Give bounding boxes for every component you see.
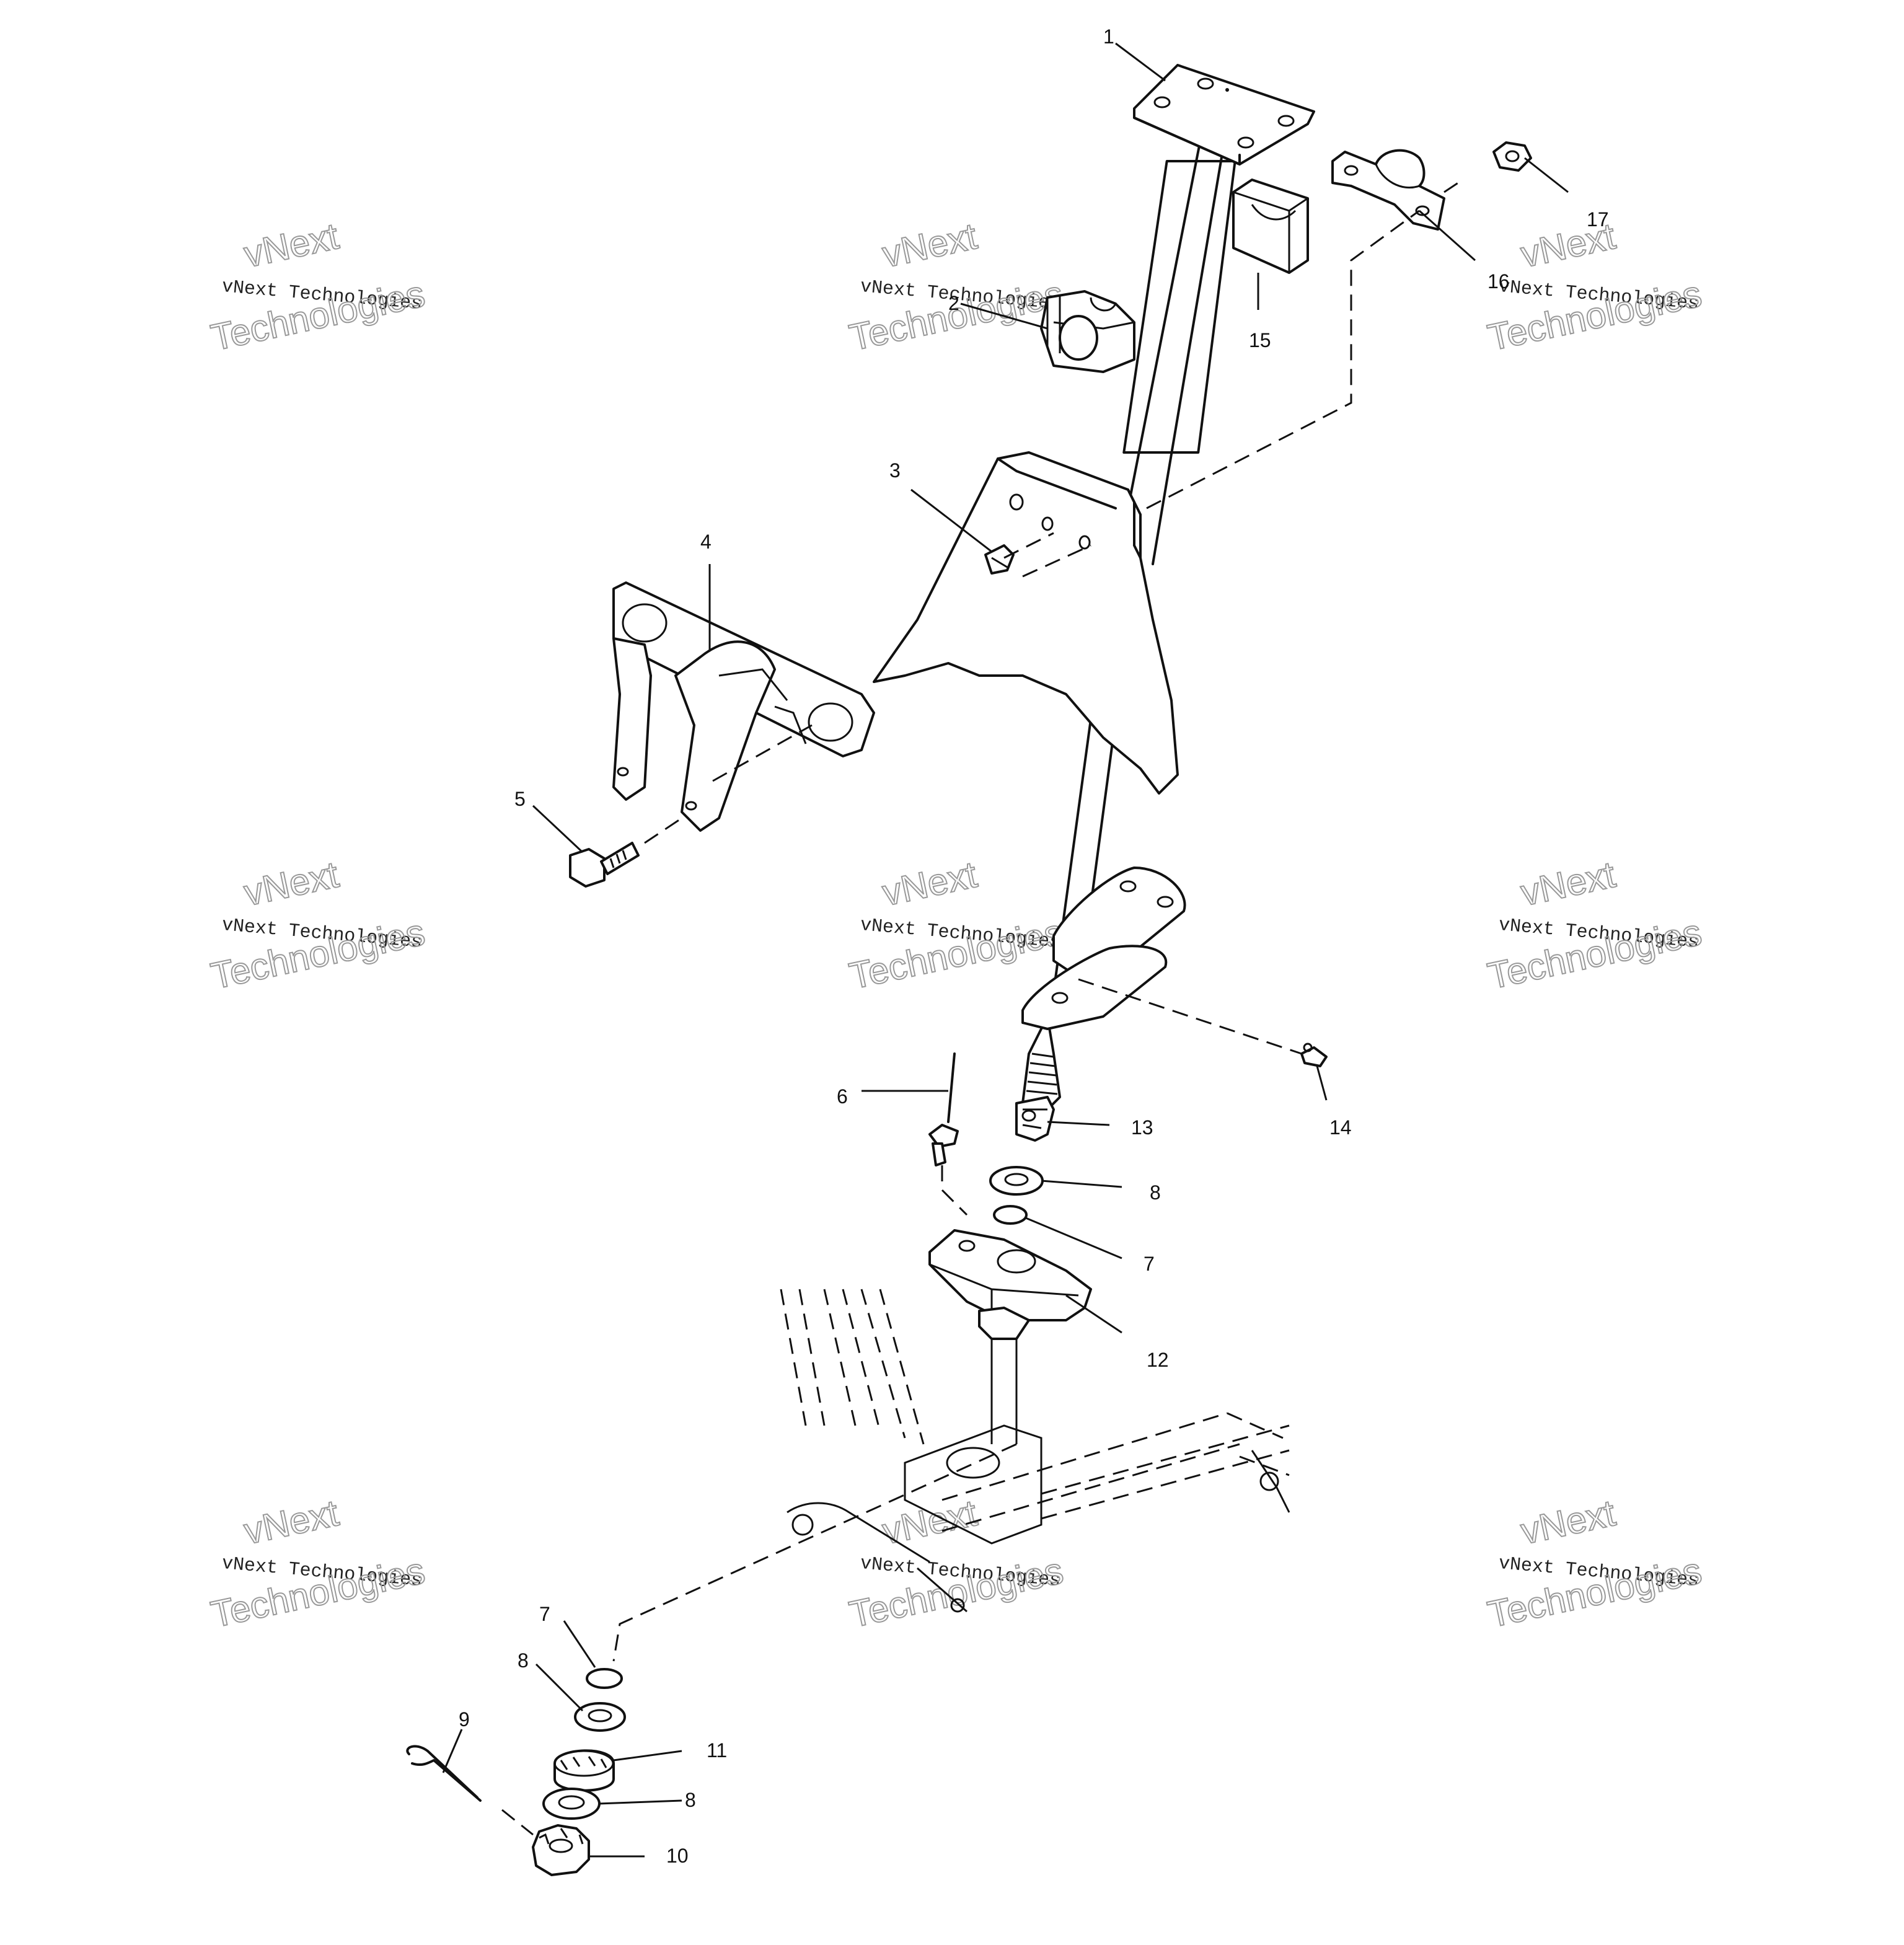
watermark: vNext vNext Technologies Technologies bbox=[845, 1491, 1068, 1636]
watermark: vNext vNext Technologies Technologies bbox=[207, 214, 430, 359]
cotter-pin bbox=[406, 1745, 482, 1802]
washer-upper bbox=[989, 1166, 1044, 1196]
steering-block bbox=[928, 1229, 1092, 1444]
callout-6: 6 bbox=[837, 1085, 848, 1108]
callout-2: 2 bbox=[948, 292, 959, 314]
callout-9: 9 bbox=[459, 1708, 470, 1731]
callout-10: 10 bbox=[666, 1845, 689, 1867]
callout-8-lower-1: 8 bbox=[518, 1649, 529, 1672]
callout-16: 16 bbox=[1488, 270, 1510, 293]
washer-lower-1 bbox=[574, 1702, 626, 1732]
bushing-half bbox=[1232, 179, 1309, 274]
watermark: vNext vNext Technologies Technologies bbox=[1484, 853, 1706, 998]
callout-7-lower: 7 bbox=[539, 1603, 550, 1625]
watermark-vnext: vNext bbox=[879, 1492, 981, 1552]
o-ring-upper bbox=[993, 1205, 1028, 1225]
callout-labels: 1 2 3 4 5 6 7 7 8 8 8 9 10 11 12 13 14 1… bbox=[459, 25, 1609, 1867]
post-bracket-plates bbox=[1021, 867, 1186, 1030]
watermarks: vNext vNext Technologies Technologies vN… bbox=[207, 214, 1706, 1636]
small-screw bbox=[984, 544, 1015, 575]
watermark-vnext: vNext bbox=[1517, 1492, 1619, 1552]
bushing-block bbox=[1040, 290, 1135, 373]
callout-3: 3 bbox=[889, 459, 901, 482]
watermark: vNext vNext Technologies Technologies bbox=[1484, 214, 1706, 359]
steering-bracket bbox=[612, 581, 875, 832]
callout-7-upper: 7 bbox=[1144, 1253, 1155, 1275]
leader-lines bbox=[442, 42, 1569, 1858]
o-ring-lower bbox=[586, 1668, 623, 1689]
assembly-lines bbox=[501, 179, 1463, 1836]
nut bbox=[1492, 141, 1532, 172]
castle-nut bbox=[532, 1824, 590, 1876]
washer-lower-2 bbox=[542, 1788, 601, 1820]
frame-axle bbox=[780, 1289, 1290, 1613]
strap-clamp bbox=[1331, 149, 1445, 231]
watermark-vnext: vNext bbox=[240, 1492, 342, 1552]
callout-11: 11 bbox=[707, 1739, 727, 1762]
watermark-vnext: vNext bbox=[240, 853, 342, 914]
callout-8-lower-2: 8 bbox=[685, 1789, 696, 1811]
callout-8-upper: 8 bbox=[1150, 1181, 1161, 1204]
callout-14: 14 bbox=[1329, 1116, 1352, 1139]
callout-1: 1 bbox=[1103, 25, 1114, 48]
steering-plate bbox=[1133, 64, 1315, 165]
universal-joint bbox=[1015, 1096, 1055, 1142]
spacer-nut bbox=[553, 1749, 615, 1792]
watermark-vnext: vNext bbox=[879, 853, 981, 914]
callout-13: 13 bbox=[1131, 1116, 1153, 1139]
steering-cover bbox=[873, 451, 1179, 795]
watermark: vNext vNext Technologies Technologies bbox=[1484, 1491, 1706, 1636]
callout-12: 12 bbox=[1147, 1349, 1169, 1371]
callout-4: 4 bbox=[700, 531, 712, 553]
callout-17: 17 bbox=[1587, 208, 1609, 231]
hex-bolt bbox=[569, 842, 640, 888]
watermark: vNext vNext Technologies Technologies bbox=[207, 1491, 430, 1636]
watermark-vnext: vNext bbox=[240, 215, 342, 275]
watermark-vnext: vNext bbox=[1517, 853, 1619, 914]
watermark: vNext vNext Technologies Technologies bbox=[845, 214, 1068, 359]
callout-5: 5 bbox=[514, 788, 526, 810]
rivet-pin bbox=[928, 1052, 959, 1167]
steering-post bbox=[1021, 141, 1236, 1117]
watermark: vNext vNext Technologies Technologies bbox=[207, 853, 430, 998]
callout-15: 15 bbox=[1249, 329, 1271, 351]
watermark-vnext: vNext bbox=[879, 215, 981, 275]
watermark: vNext vNext Technologies Technologies bbox=[845, 853, 1068, 998]
grease-fitting bbox=[1300, 1043, 1328, 1067]
